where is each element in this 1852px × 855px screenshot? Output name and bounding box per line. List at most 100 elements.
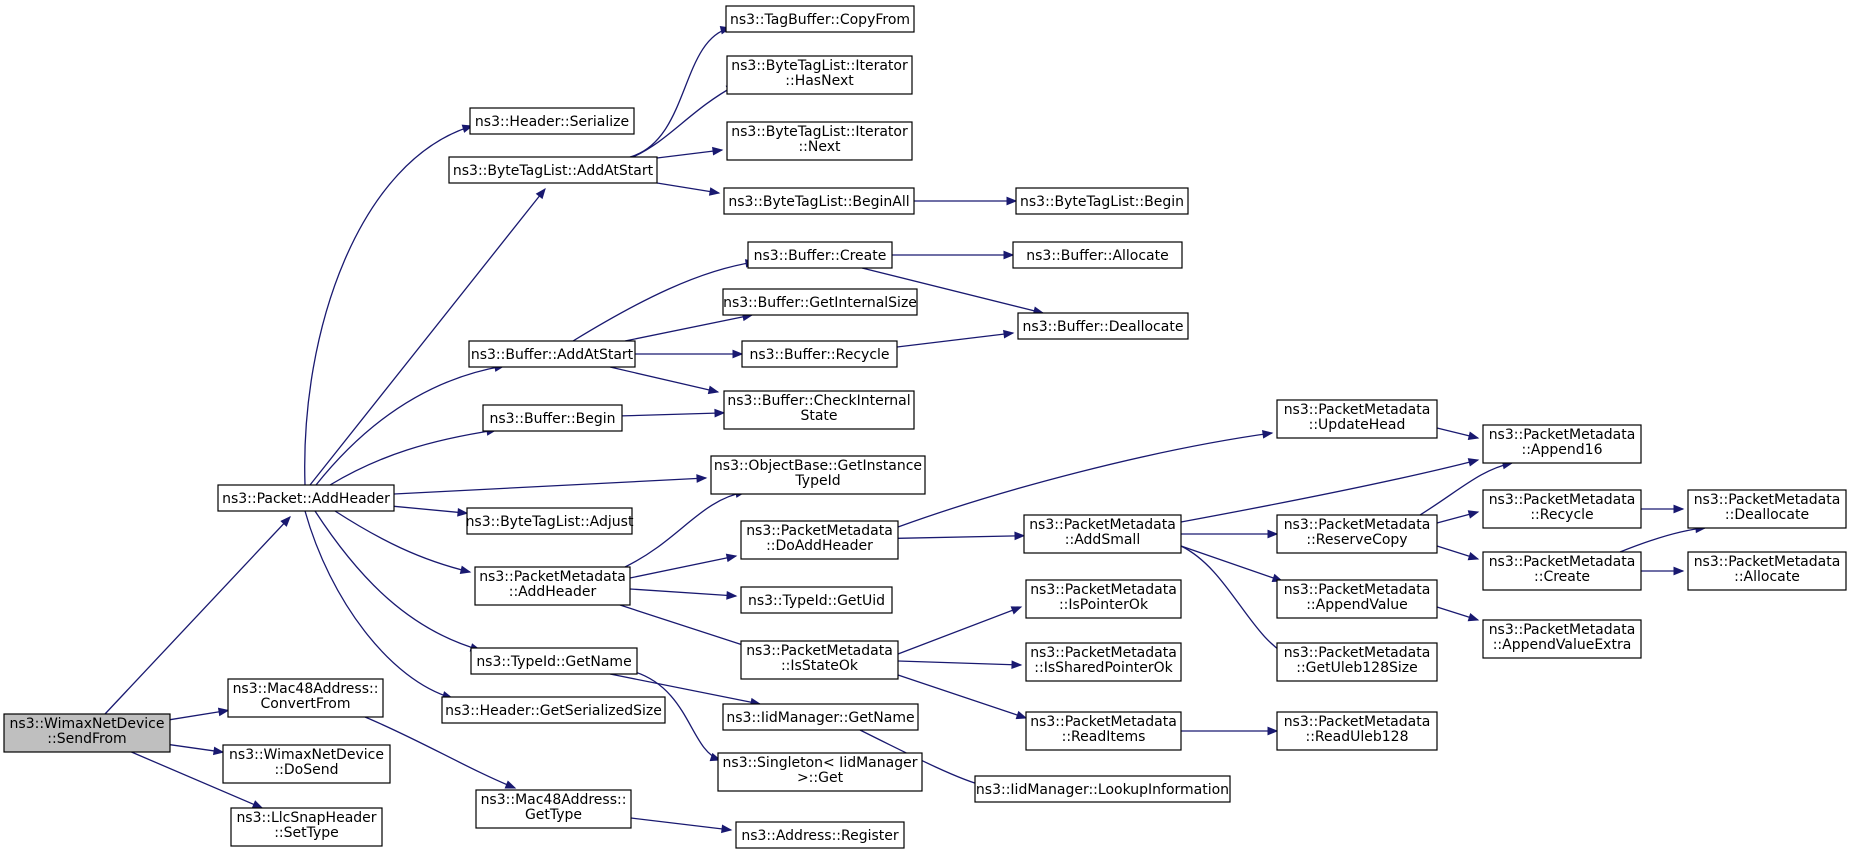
edge-wimax-send-from-to-packet-add-header	[104, 516, 291, 715]
packetmetadata-add-small-label-1: ns3::PacketMetadata	[1029, 517, 1176, 533]
mac48-convert-from-node[interactable]: ns3::Mac48Address::ConvertFrom	[227, 678, 384, 718]
packetmetadata-append-value-extra-node[interactable]: ns3::PacketMetadata::AppendValueExtra	[1482, 619, 1642, 659]
packetmetadata-reserve-copy-label-1: ns3::PacketMetadata	[1284, 517, 1431, 533]
bytetaglist-adjust-node[interactable]: ns3::ByteTagList::Adjust	[466, 507, 634, 535]
packetmetadata-create-node[interactable]: ns3::PacketMetadata::Create	[1482, 551, 1642, 591]
edge-packet-add-header-to-bytetaglist-add-at-start	[309, 187, 546, 486]
edge-packetmetadata-add-header-to-packetmetadata-is-state-ok	[619, 604, 754, 650]
header-get-serialized-size-node[interactable]: ns3::Header::GetSerializedSize	[441, 696, 666, 724]
packetmetadata-read-uleb128-node[interactable]: ns3::PacketMetadata::ReadUleb128	[1276, 711, 1438, 751]
buffer-deallocate-label-1: ns3::Buffer::Deallocate	[1023, 319, 1184, 335]
edge-packetmetadata-reserve-copy-to-packetmetadata-recycle	[1436, 510, 1480, 524]
bytetaglist-add-at-start-node[interactable]: ns3::ByteTagList::AddAtStart	[448, 156, 658, 184]
typeid-get-name-label-1: ns3::TypeId::GetName	[476, 654, 631, 670]
edge-packetmetadata-add-small-to-packetmetadata-append16	[1180, 458, 1480, 523]
packetmetadata-is-shared-pointer-ok-node[interactable]: ns3::PacketMetadata::IsSharedPointerOk	[1025, 642, 1182, 682]
buffer-create-box	[747, 241, 893, 269]
tagbuffer-copy-from-node[interactable]: ns3::TagBuffer::CopyFrom	[725, 5, 915, 33]
edge-packetmetadata-add-small-to-packetmetadata-reserve-copy	[1181, 529, 1279, 539]
buffer-allocate-box	[1012, 241, 1183, 269]
bytetaglist-begin-node[interactable]: ns3::ByteTagList::Begin	[1015, 187, 1189, 215]
packetmetadata-read-items-label-2: ::ReadItems	[1062, 729, 1146, 745]
edge-buffer-add-at-start-to-buffer-recycle	[635, 349, 744, 359]
typeid-get-name-node[interactable]: ns3::TypeId::GetName	[470, 647, 638, 675]
tagbuffer-copy-from-label-1: ns3::TagBuffer::CopyFrom	[730, 12, 910, 28]
packetmetadata-is-pointer-ok-box	[1025, 579, 1182, 619]
buffer-allocate-node[interactable]: ns3::Buffer::Allocate	[1012, 241, 1183, 269]
typeid-get-uid-label-1: ns3::TypeId::GetUid	[748, 593, 885, 609]
edge-packetmetadata-add-small-to-packetmetadata-get-uleb128-size	[1180, 545, 1295, 659]
packetmetadata-create-label-1: ns3::PacketMetadata	[1489, 554, 1636, 570]
packetmetadata-append-value-node[interactable]: ns3::PacketMetadata::AppendValue	[1276, 579, 1438, 619]
packetmetadata-add-small-node[interactable]: ns3::PacketMetadata::AddSmall	[1023, 514, 1182, 554]
packetmetadata-read-items-label-1: ns3::PacketMetadata	[1030, 714, 1177, 730]
packetmetadata-add-small-box	[1023, 514, 1182, 554]
address-register-node[interactable]: ns3::Address::Register	[735, 821, 905, 849]
packetmetadata-get-uleb128-size-node[interactable]: ns3::PacketMetadata::GetUleb128Size	[1276, 642, 1438, 682]
buffer-create-node[interactable]: ns3::Buffer::Create	[747, 241, 893, 269]
buffer-check-internal-state-label-2: State	[800, 408, 837, 424]
edge-buffer-add-at-start-to-buffer-check-internal-state	[609, 366, 720, 395]
iterator-has-next-label-2: ::HasNext	[785, 73, 854, 89]
buffer-add-at-start-node[interactable]: ns3::Buffer::AddAtStart	[468, 340, 636, 368]
iidmanager-get-name-node[interactable]: ns3::IidManager::GetName	[722, 703, 919, 731]
edge-packetmetadata-is-state-ok-to-packetmetadata-read-items	[897, 674, 1028, 720]
packetmetadata-is-pointer-ok-label-2: ::IsPointerOk	[1059, 597, 1149, 613]
packet-add-header-node[interactable]: ns3::Packet::AddHeader	[217, 484, 395, 512]
header-serialize-label-1: ns3::Header::Serialize	[475, 114, 629, 130]
iterator-next-label-2: ::Next	[798, 139, 841, 155]
packetmetadata-do-add-header-box	[740, 520, 899, 560]
mac48-get-type-label-1: ns3::Mac48Address::	[481, 792, 627, 808]
function-nodes: ns3::WimaxNetDevice::SendFrom ns3::Packet…	[3, 5, 1847, 849]
edge-mac48-get-type-to-address-register	[630, 817, 733, 834]
singleton-get-label-2: >::Get	[797, 770, 844, 786]
packetmetadata-update-head-box	[1276, 399, 1438, 439]
packetmetadata-is-state-ok-node[interactable]: ns3::PacketMetadata::IsStateOk	[740, 640, 899, 680]
buffer-add-at-start-label-1: ns3::Buffer::AddAtStart	[471, 347, 634, 363]
bytetaglist-begin-all-node[interactable]: ns3::ByteTagList::BeginAll	[723, 187, 915, 215]
packetmetadata-update-head-node[interactable]: ns3::PacketMetadata::UpdateHead	[1276, 399, 1438, 439]
packetmetadata-do-add-header-node[interactable]: ns3::PacketMetadata::DoAddHeader	[740, 520, 899, 560]
iidmanager-lookup-information-node[interactable]: ns3::IidManager::LookupInformation	[974, 775, 1231, 803]
header-serialize-node[interactable]: ns3::Header::Serialize	[469, 107, 635, 135]
packetmetadata-read-items-node[interactable]: ns3::PacketMetadata::ReadItems	[1025, 711, 1182, 751]
typeid-get-uid-node[interactable]: ns3::TypeId::GetUid	[740, 586, 893, 614]
packetmetadata-read-uleb128-label-2: ::ReadUleb128	[1306, 729, 1409, 745]
typeid-get-name-box	[470, 647, 638, 675]
packetmetadata-reserve-copy-node[interactable]: ns3::PacketMetadata::ReserveCopy	[1276, 514, 1438, 554]
packetmetadata-deallocate-box	[1687, 489, 1847, 529]
packetmetadata-add-header-node[interactable]: ns3::PacketMetadata::AddHeader	[474, 566, 631, 606]
iterator-next-node[interactable]: ns3::ByteTagList::Iterator::Next	[726, 121, 913, 161]
buffer-deallocate-node[interactable]: ns3::Buffer::Deallocate	[1017, 312, 1189, 340]
packetmetadata-append16-label-2: ::Append16	[1522, 442, 1603, 458]
packetmetadata-recycle-node[interactable]: ns3::PacketMetadata::Recycle	[1482, 489, 1642, 529]
llc-snap-set-type-node[interactable]: ns3::LlcSnapHeader::SetType	[230, 807, 383, 847]
buffer-recycle-node[interactable]: ns3::Buffer::Recycle	[741, 340, 898, 368]
buffer-allocate-label-1: ns3::Buffer::Allocate	[1026, 248, 1169, 264]
iterator-has-next-node[interactable]: ns3::ByteTagList::Iterator::HasNext	[726, 55, 913, 95]
buffer-begin-node[interactable]: ns3::Buffer::Begin	[482, 404, 623, 432]
edge-packetmetadata-add-small-to-packetmetadata-append-value	[1180, 545, 1284, 582]
buffer-get-internal-size-node[interactable]: ns3::Buffer::GetInternalSize	[722, 288, 918, 316]
wimax-send-from-node[interactable]: ns3::WimaxNetDevice::SendFrom	[3, 713, 171, 753]
packetmetadata-do-add-header-label-1: ns3::PacketMetadata	[746, 523, 893, 539]
packetmetadata-is-shared-pointer-ok-box	[1025, 642, 1182, 682]
mac48-get-type-box	[475, 789, 632, 829]
mac48-get-type-node[interactable]: ns3::Mac48Address::GetType	[475, 789, 632, 829]
header-get-serialized-size-label-1: ns3::Header::GetSerializedSize	[445, 703, 662, 719]
mac48-get-type-label-2: GetType	[525, 807, 582, 823]
wimax-do-send-node[interactable]: ns3::WimaxNetDevice::DoSend	[222, 744, 391, 784]
edge-wimax-send-from-to-wimax-do-send	[169, 744, 225, 756]
packetmetadata-is-pointer-ok-node[interactable]: ns3::PacketMetadata::IsPointerOk	[1025, 579, 1182, 619]
packetmetadata-allocate-node[interactable]: ns3::PacketMetadata::Allocate	[1687, 551, 1847, 591]
iterator-next-label-1: ns3::ByteTagList::Iterator	[731, 124, 908, 140]
packetmetadata-append-value-box	[1276, 579, 1438, 619]
packetmetadata-add-header-label-1: ns3::PacketMetadata	[479, 569, 626, 585]
wimax-send-from-box	[3, 713, 171, 753]
edge-packet-add-header-to-buffer-begin	[329, 427, 498, 486]
packetmetadata-append16-node[interactable]: ns3::PacketMetadata::Append16	[1482, 424, 1642, 464]
singleton-get-node[interactable]: ns3::Singleton< IidManager>::Get	[717, 752, 923, 792]
packetmetadata-deallocate-node[interactable]: ns3::PacketMetadata::Deallocate	[1687, 489, 1847, 529]
